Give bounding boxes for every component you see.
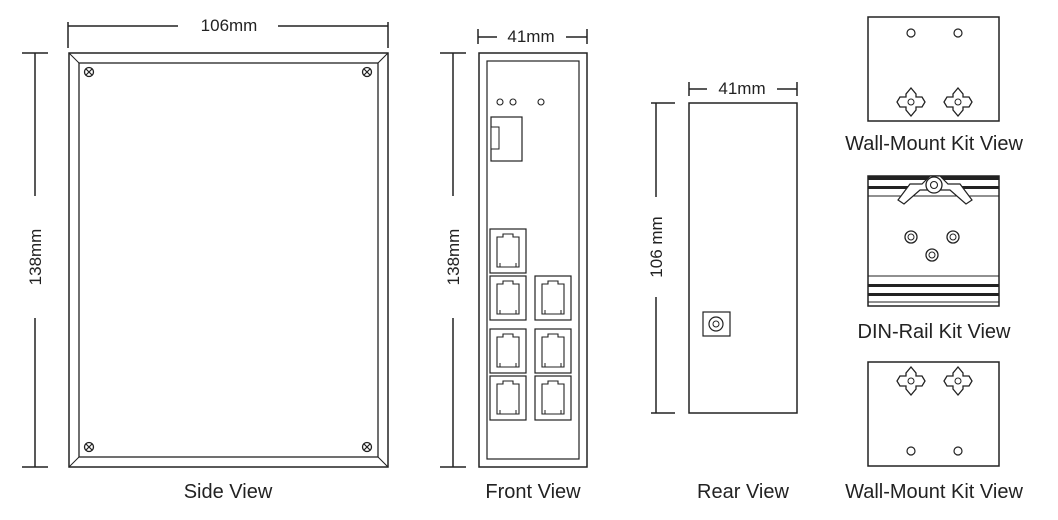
rear-height-dimension: 106 mm <box>647 102 675 414</box>
front-view-caption: Front View <box>485 481 581 503</box>
screw-icon <box>83 441 95 453</box>
front-height-dimension: 138mm <box>440 52 466 468</box>
rear-view: 41mm 106 mm Rear View <box>647 79 798 503</box>
din-rail-caption: DIN-Rail Kit View <box>858 321 1012 343</box>
front-width-label: 41mm <box>507 27 554 46</box>
mount-hole-icon <box>953 446 963 456</box>
wall-mount-kit-top: Wall-Mount Kit View <box>845 16 1023 155</box>
ethernet-port-icon <box>534 275 572 321</box>
wall-mount-plate <box>867 16 1000 122</box>
wall-mount-plate <box>867 361 1000 467</box>
side-width-label: 106mm <box>201 16 258 35</box>
ethernet-port-icon <box>489 328 527 374</box>
mount-hole-icon <box>953 28 963 38</box>
din-rail-band <box>868 284 999 287</box>
front-view: 41mm 138mm Front View <box>440 27 588 503</box>
din-clip-icon <box>897 175 973 205</box>
rear-width-label: 41mm <box>718 79 765 98</box>
side-view: 106mm 138mm Side View <box>22 16 389 503</box>
wall-mount-kit-bottom: Wall-Mount Kit View <box>845 361 1023 503</box>
rear-width-dimension: 41mm <box>688 79 798 98</box>
wall-mount-bottom-caption: Wall-Mount Kit View <box>845 481 1023 503</box>
power-jack-icon <box>702 311 731 337</box>
mount-hole-icon <box>906 446 916 456</box>
led-icon <box>537 98 545 106</box>
led-icon <box>496 98 504 106</box>
side-panel-inner <box>78 62 379 458</box>
ethernet-port-icon <box>534 375 572 421</box>
din-rail-band <box>868 293 999 296</box>
side-view-caption: Side View <box>184 481 273 503</box>
ethernet-port-icon <box>489 375 527 421</box>
mount-hole-icon <box>906 28 916 38</box>
screw-icon <box>83 66 95 78</box>
screw-icon <box>361 441 373 453</box>
ethernet-port-icon <box>489 275 527 321</box>
ethernet-port-icon <box>534 328 572 374</box>
front-width-dimension: 41mm <box>477 27 588 46</box>
sfp-port-icon <box>490 116 523 162</box>
led-icon <box>509 98 517 106</box>
din-rail-kit: DIN-Rail Kit View <box>858 175 1012 343</box>
side-width-dimension: 106mm <box>67 16 389 48</box>
side-height-dimension: 138mm <box>22 52 48 468</box>
rear-view-caption: Rear View <box>697 481 789 503</box>
screw-icon <box>361 66 373 78</box>
rear-height-label: 106 mm <box>647 216 666 277</box>
side-height-label: 138mm <box>26 229 45 286</box>
rear-panel <box>688 102 798 414</box>
ethernet-port-icon <box>489 228 527 274</box>
wall-mount-top-caption: Wall-Mount Kit View <box>845 133 1023 155</box>
front-height-label: 138mm <box>444 229 463 286</box>
